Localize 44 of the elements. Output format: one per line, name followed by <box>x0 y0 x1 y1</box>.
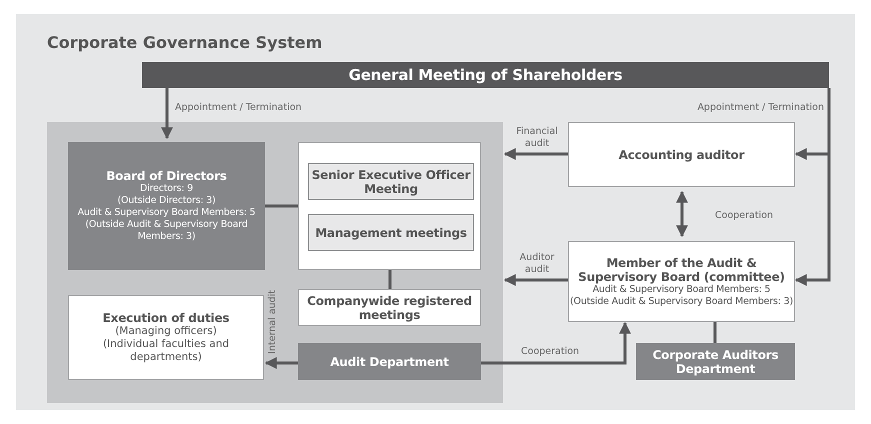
container-box <box>298 142 481 270</box>
banner-box <box>142 62 829 88</box>
node-text: (Managing officers) <box>115 325 217 338</box>
node-title: Accounting auditor <box>618 148 744 162</box>
edge-label: Appointment / Termination <box>697 102 824 114</box>
diagram-title: Corporate Governance System <box>47 33 322 52</box>
node-title: Execution of duties <box>102 311 230 325</box>
connector-arrow <box>264 357 298 369</box>
connector-arrow <box>504 148 568 160</box>
group-area <box>47 122 503 403</box>
node-text: (Individual faculties and departments) <box>102 338 230 364</box>
process-box <box>68 295 264 380</box>
connector-arrow <box>161 88 173 140</box>
edge-label: Cooperation <box>715 210 774 222</box>
department-box <box>636 343 795 380</box>
meeting-box <box>308 214 474 251</box>
node-text: (Outside Audit & Supervisory Board Members: 3) <box>84 219 249 243</box>
connector-arrow <box>794 88 830 286</box>
edge-label: Cooperation <box>521 346 580 358</box>
connector-arrow <box>676 190 688 238</box>
board-box <box>568 241 795 322</box>
node-title: Member of the Audit & Supervisory Board (committee) <box>577 256 786 284</box>
edge-label: Financial audit <box>515 126 559 150</box>
node-title: Audit Department <box>330 354 449 368</box>
edge-label: Appointment / Termination <box>175 102 302 114</box>
department-box <box>298 343 481 380</box>
node-text: (Outside Directors: 3) <box>117 195 216 207</box>
connector-arrow <box>481 322 631 364</box>
node-text: (Outside Audit & Supervisory Board Members: 3) <box>570 296 793 308</box>
node-title: Board of Directors <box>106 169 227 183</box>
node-text: Audit & Supervisory Board Members: 5 <box>78 207 256 219</box>
node-text: Directors: 9 <box>140 183 193 195</box>
node-title: Companywide registered meetings <box>306 294 473 322</box>
auditor-box <box>568 122 795 187</box>
edge-label: Auditor audit <box>518 252 556 276</box>
meeting-box <box>298 289 481 326</box>
node-text: Audit & Supervisory Board Members: 5 <box>592 284 770 296</box>
node-title: Senior Executive Officer Meeting <box>310 168 472 196</box>
edge-label: Internal audit <box>267 290 279 354</box>
node-title: General Meeting of Shareholders <box>348 68 622 82</box>
node-title: Management meetings <box>315 226 467 240</box>
node-title: Corporate Auditors Department <box>652 348 780 376</box>
connector-arrow <box>504 274 568 286</box>
board-box <box>68 142 265 270</box>
